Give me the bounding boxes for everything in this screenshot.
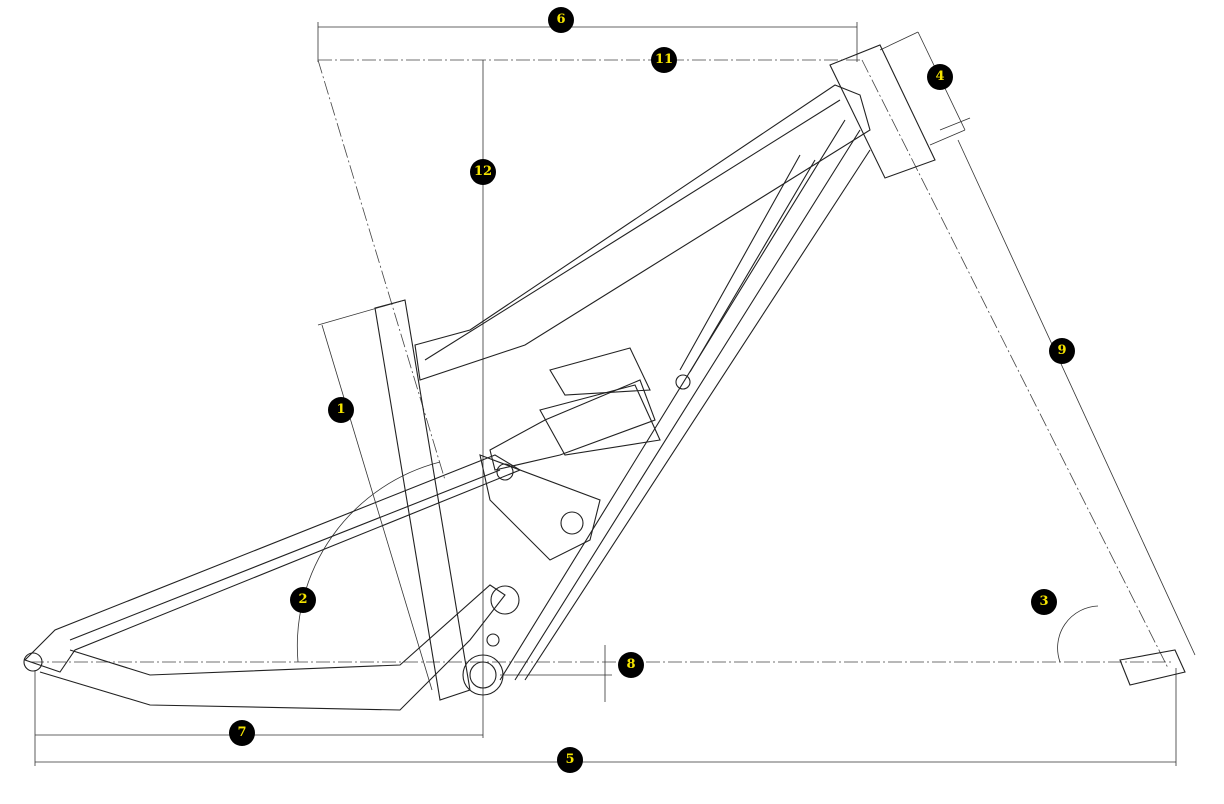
rocker-link (479, 454, 601, 561)
bottom-bracket (462, 654, 504, 696)
marker-2: 2 (290, 587, 316, 613)
head-angle-arc (1057, 605, 1099, 663)
marker-9: 9 (1049, 338, 1075, 364)
marker-8: 8 (618, 652, 644, 678)
seat-tube (374, 299, 471, 701)
bike-frame (23, 44, 1186, 711)
seat-stay (23, 454, 522, 673)
marker-12: 12 (470, 159, 496, 185)
top-tube (414, 84, 871, 381)
dim-seat-tube-line (321, 324, 433, 691)
marker-6: 6 (548, 7, 574, 33)
rear-shock (489, 347, 691, 471)
rear-dropout (23, 652, 43, 672)
down-tube (499, 119, 871, 681)
front-triangle-brace (679, 154, 816, 373)
marker-11: 11 (651, 47, 677, 73)
marker-5: 5 (557, 747, 583, 773)
marker-3: 3 (1031, 589, 1057, 615)
chain-stay (39, 584, 506, 711)
marker-4: 4 (927, 64, 953, 90)
dimension-lines (30, 22, 1196, 766)
head-tube-axis (861, 59, 1169, 669)
marker-7: 7 (229, 720, 255, 746)
dim-fork-length-line (957, 139, 1196, 656)
head-tube (829, 44, 936, 179)
fork-axle (1119, 649, 1186, 686)
marker-1: 1 (328, 397, 354, 423)
main-pivot (490, 585, 520, 615)
seat-angle-arc (296, 461, 441, 663)
